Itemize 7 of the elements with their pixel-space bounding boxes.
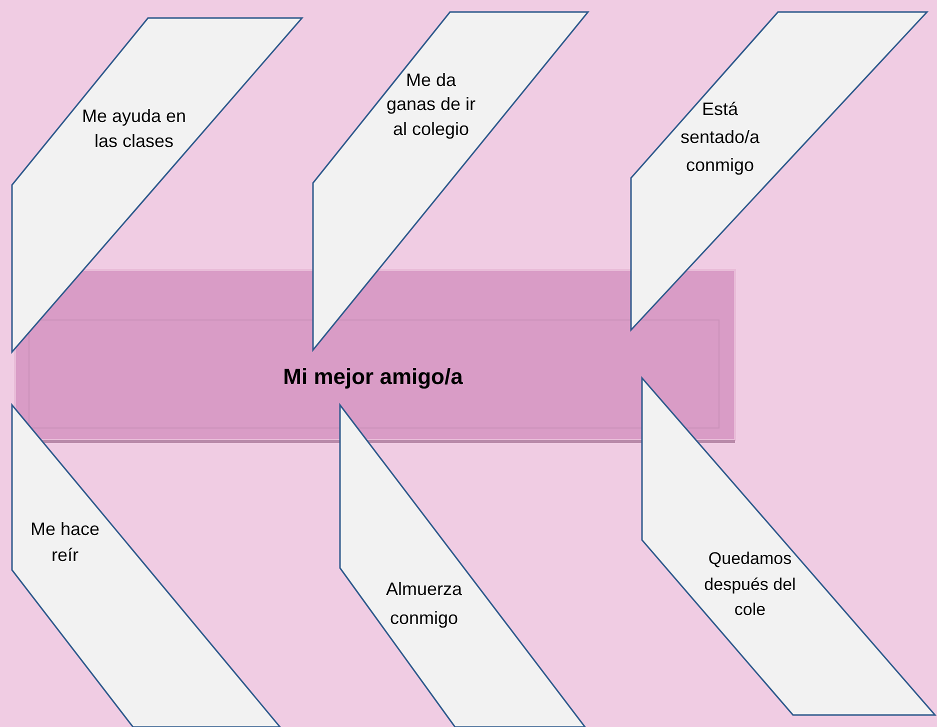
node-label: Me ayuda en las clases <box>80 105 188 154</box>
title-text: Mi mejor amigo/a <box>282 364 464 390</box>
node-label: Está sentado/a conmigo <box>679 98 761 177</box>
node-label: Me hace reír <box>29 518 101 568</box>
node-label: Quedamos después del cole <box>703 548 797 621</box>
node-label: Me da ganas de ir al colegio <box>385 69 477 141</box>
node-label: Almuerza conmigo <box>384 578 464 630</box>
